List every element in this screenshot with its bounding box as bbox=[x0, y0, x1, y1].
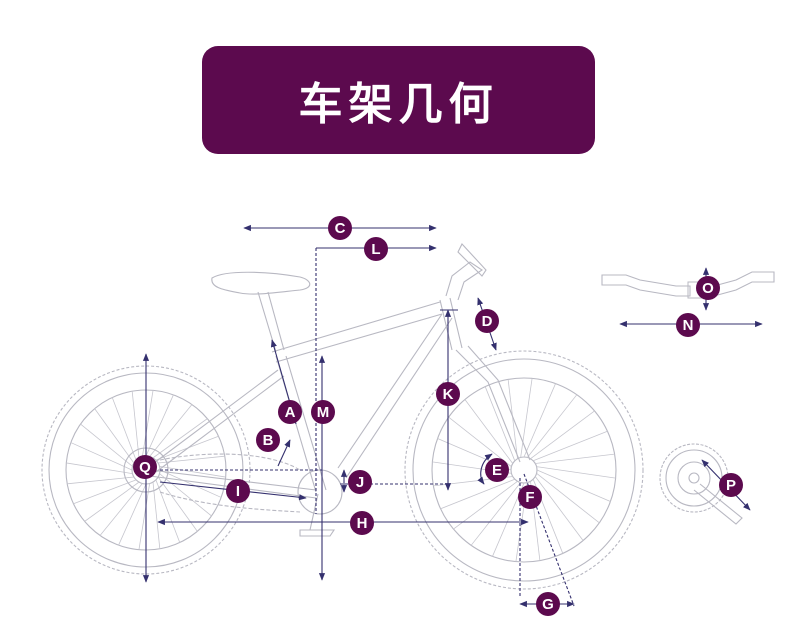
crank-axle bbox=[688, 472, 700, 484]
badge-e: E bbox=[485, 458, 509, 482]
spoke bbox=[520, 378, 533, 458]
badge-c: C bbox=[328, 216, 352, 240]
svg-text:B: B bbox=[263, 432, 274, 449]
front-spokes bbox=[432, 378, 616, 562]
spoke bbox=[70, 442, 133, 471]
svg-text:K: K bbox=[443, 386, 454, 403]
badge-n: N bbox=[676, 313, 700, 337]
spoke bbox=[159, 473, 212, 517]
chainring bbox=[297, 469, 343, 515]
crank-arm bbox=[299, 493, 336, 537]
crank-ring-outer bbox=[659, 443, 729, 513]
svg-text:F: F bbox=[525, 489, 534, 506]
spoke bbox=[149, 404, 193, 457]
svg-text:G: G bbox=[542, 596, 554, 613]
badge-a: A bbox=[278, 400, 302, 424]
badge-d: D bbox=[475, 309, 499, 333]
spoke bbox=[152, 482, 161, 549]
crank-spider bbox=[677, 461, 711, 495]
crank-ring-inner bbox=[665, 449, 723, 507]
saddle bbox=[211, 271, 311, 295]
seat-stay bbox=[149, 369, 285, 473]
badge-i: I bbox=[226, 479, 250, 503]
spoke bbox=[523, 383, 556, 458]
svg-text:Q: Q bbox=[139, 459, 151, 476]
fork bbox=[455, 345, 531, 463]
spoke bbox=[118, 483, 147, 546]
spoke bbox=[80, 423, 133, 467]
spoke bbox=[440, 478, 515, 510]
svg-text:E: E bbox=[492, 462, 502, 479]
spoke bbox=[536, 466, 616, 479]
dim-e-arc bbox=[477, 453, 493, 485]
bike-outline bbox=[41, 243, 644, 590]
spoke bbox=[534, 476, 584, 541]
spoke bbox=[484, 386, 516, 461]
badge-g: G bbox=[536, 592, 560, 616]
stem-handlebar bbox=[445, 243, 487, 301]
chain bbox=[159, 453, 301, 513]
spoke bbox=[84, 481, 140, 522]
down-tube bbox=[337, 313, 453, 479]
spoke bbox=[536, 473, 600, 524]
spoke bbox=[145, 394, 174, 457]
spoke bbox=[158, 455, 225, 464]
svg-text:N: N bbox=[683, 317, 694, 334]
spoke bbox=[141, 390, 154, 457]
badge-q: Q bbox=[133, 455, 157, 479]
spoke bbox=[536, 469, 611, 502]
svg-text:D: D bbox=[482, 313, 493, 330]
dim-b-line bbox=[277, 439, 291, 467]
svg-text:M: M bbox=[317, 404, 330, 421]
dim-f-trail bbox=[523, 473, 575, 607]
spoke bbox=[155, 479, 181, 543]
badge-k: K bbox=[436, 382, 460, 406]
spoke bbox=[99, 483, 143, 536]
badge-p: P bbox=[719, 473, 743, 497]
spoke bbox=[530, 410, 595, 460]
title-banner: 车架几何 bbox=[202, 46, 595, 154]
svg-text:O: O bbox=[702, 280, 714, 297]
spoke bbox=[448, 416, 512, 467]
spoke bbox=[73, 479, 137, 505]
spoke bbox=[67, 476, 134, 485]
spoke bbox=[527, 394, 578, 458]
spoke bbox=[159, 469, 222, 498]
top-tube bbox=[271, 301, 443, 363]
badge-l: L bbox=[364, 237, 388, 261]
svg-text:J: J bbox=[356, 474, 364, 491]
badge-f: F bbox=[518, 485, 542, 509]
svg-text:C: C bbox=[335, 220, 346, 237]
spoke bbox=[464, 399, 514, 464]
page-title: 车架几何 bbox=[298, 79, 499, 130]
spoke bbox=[94, 408, 135, 464]
badge-o: O bbox=[696, 276, 720, 300]
svg-text:L: L bbox=[371, 241, 380, 258]
spoke bbox=[66, 462, 133, 475]
spoke bbox=[111, 397, 137, 461]
dimension-lines bbox=[142, 224, 575, 608]
spoke bbox=[470, 482, 521, 546]
svg-text:H: H bbox=[357, 515, 368, 532]
spoke bbox=[131, 391, 140, 458]
spoke bbox=[535, 453, 615, 464]
spoke bbox=[152, 418, 208, 459]
seatpost bbox=[257, 291, 285, 353]
spoke bbox=[138, 483, 151, 550]
badge-m: M bbox=[311, 400, 335, 424]
badge-h: H bbox=[350, 511, 374, 535]
spoke bbox=[533, 430, 608, 462]
spoke bbox=[159, 465, 226, 478]
spoke bbox=[507, 379, 518, 459]
svg-text:I: I bbox=[236, 483, 240, 500]
badge-b: B bbox=[256, 428, 280, 452]
badge-j: J bbox=[348, 470, 372, 494]
head-tube bbox=[439, 297, 463, 351]
svg-text:P: P bbox=[726, 477, 736, 494]
svg-text:A: A bbox=[285, 404, 296, 421]
